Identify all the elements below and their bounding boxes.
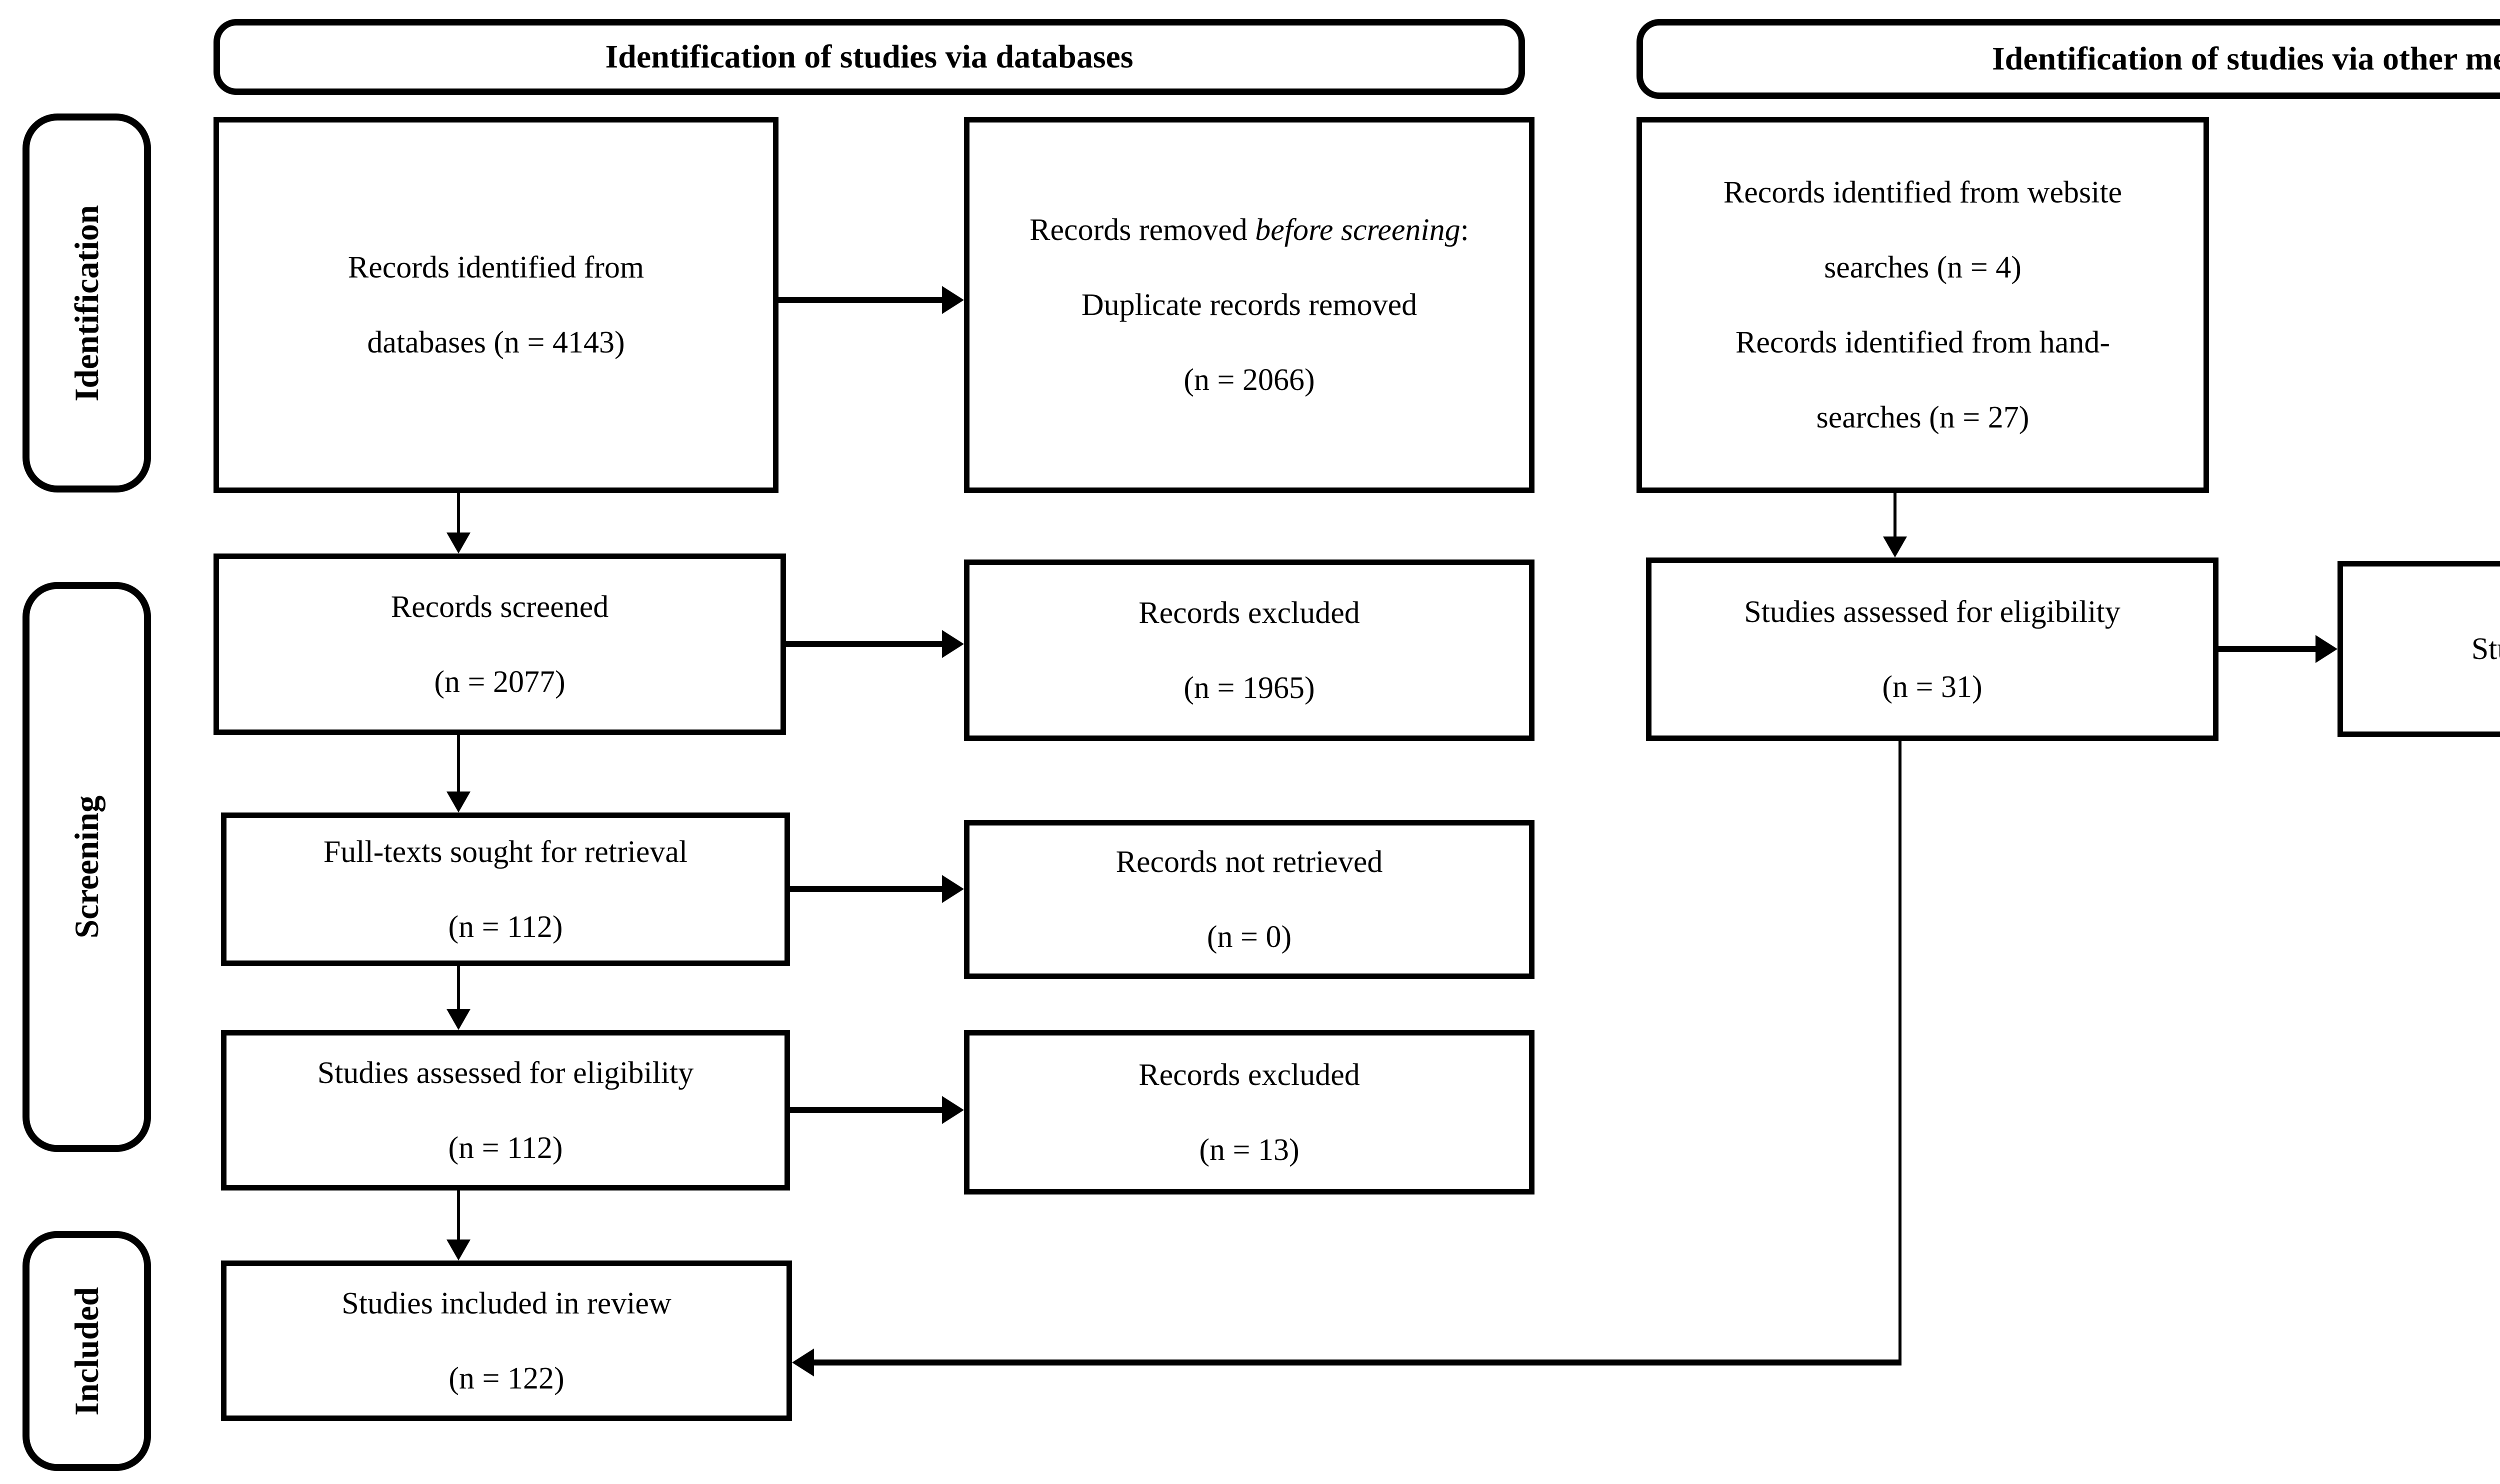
header-databases-label: Identification of studies via databases [605,38,1134,75]
header-other-methods-label: Identification of studies via other meth… [1992,40,2500,77]
box-records-screened: Records screened (n = 2077) [214,554,786,735]
box-studies-assessed-eligibility-other: Studies assessed for eligibility (n = 31… [1646,558,2218,741]
box-line: Studies excluded (n = 8) [2471,632,2500,666]
box-line: Records not retrieved [1116,845,1383,879]
box-line: (n = 122) [448,1361,564,1396]
arrow-other-identified-to-assessed [1894,493,1896,536]
box-line: (n = 112) [448,1130,563,1165]
arrow-other-assessed-to-excluded [2218,646,2316,652]
box-records-excluded-eligibility: Records excluded (n = 13) [964,1030,1534,1194]
box-line: Studies assessed for eligibility [317,1056,694,1090]
arrow-identified-to-screened [457,493,460,532]
box-line: Duplicate records removed [1081,288,1418,322]
box-studies-excluded-other: Studies excluded (n = 8) [2338,561,2500,737]
box-records-identified-other-methods: Records identified from website searches… [1636,117,2209,493]
arrow-screened-to-excluded [786,641,942,647]
box-line: Records identified from [348,250,644,284]
arrow-identified-to-removed [778,297,942,303]
arrow-assessed-to-excluded [790,1107,942,1113]
box-line: (n = 1965) [1184,670,1315,705]
box-line: Studies assessed for eligibility [1744,594,2120,629]
arrow-assessed-to-included [457,1190,460,1240]
stage-label-included: Included [22,1231,151,1471]
box-records-not-retrieved: Records not retrieved (n = 0) [964,820,1534,979]
box-line: (n = 2077) [434,664,566,699]
box-line: Records identified from hand- [1736,326,2110,360]
box-line-text: Records removed [1030,213,1256,247]
box-line: Full-texts sought for retrieval [323,834,688,869]
box-records-removed-before-screening: Records removed before screening: Duplic… [964,117,1534,493]
stage-label-included-text: Included [68,1286,106,1416]
box-line: (n = 0) [1206,920,1292,954]
box-fulltexts-sought: Full-texts sought for retrieval (n = 112… [221,812,790,966]
arrow-fulltexts-to-not-retrieved [790,886,942,892]
stage-label-screening: Screening [22,582,151,1152]
box-studies-assessed-eligibility-databases: Studies assessed for eligibility (n = 11… [221,1030,790,1190]
box-line-italic-text: before screening [1255,213,1460,247]
box-line: (n = 13) [1199,1132,1300,1167]
box-line: databases (n = 4143) [367,326,625,360]
box-line-text: : [1460,213,1469,247]
box-line: Records excluded [1138,596,1360,630]
arrow-fulltexts-to-assessed [457,966,460,1009]
box-line: Records removed before screening: [1030,192,1469,268]
box-line: Records identified from website [1723,176,2122,210]
box-line: searches (n = 4) [1824,250,2022,284]
box-line: (n = 31) [1882,670,1982,704]
box-studies-included-review: Studies included in review (n = 122) [221,1260,792,1421]
arrow-screened-to-fulltexts [457,735,460,792]
header-databases: Identification of studies via databases [214,19,1525,95]
box-line: (n = 112) [448,910,563,944]
box-line: Studies included in review [342,1286,672,1320]
stage-label-identification: Identification [22,114,151,492]
header-other-methods: Identification of studies via other meth… [1636,19,2500,99]
connector-other-assessed-down-line [1898,741,1902,1362]
box-line: searches (n = 27) [1816,400,2030,434]
box-line: Records excluded [1138,1058,1360,1092]
box-records-excluded: Records excluded (n = 1965) [964,560,1534,741]
box-line: Records screened [390,590,609,624]
box-records-identified-databases: Records identified from databases (n = 4… [214,117,778,493]
stage-label-identification-text: Identification [68,204,106,402]
box-line: (n = 2066) [1184,363,1315,397]
arrow-other-assessed-to-included [814,1360,1902,1366]
stage-label-screening-text: Screening [68,796,106,938]
